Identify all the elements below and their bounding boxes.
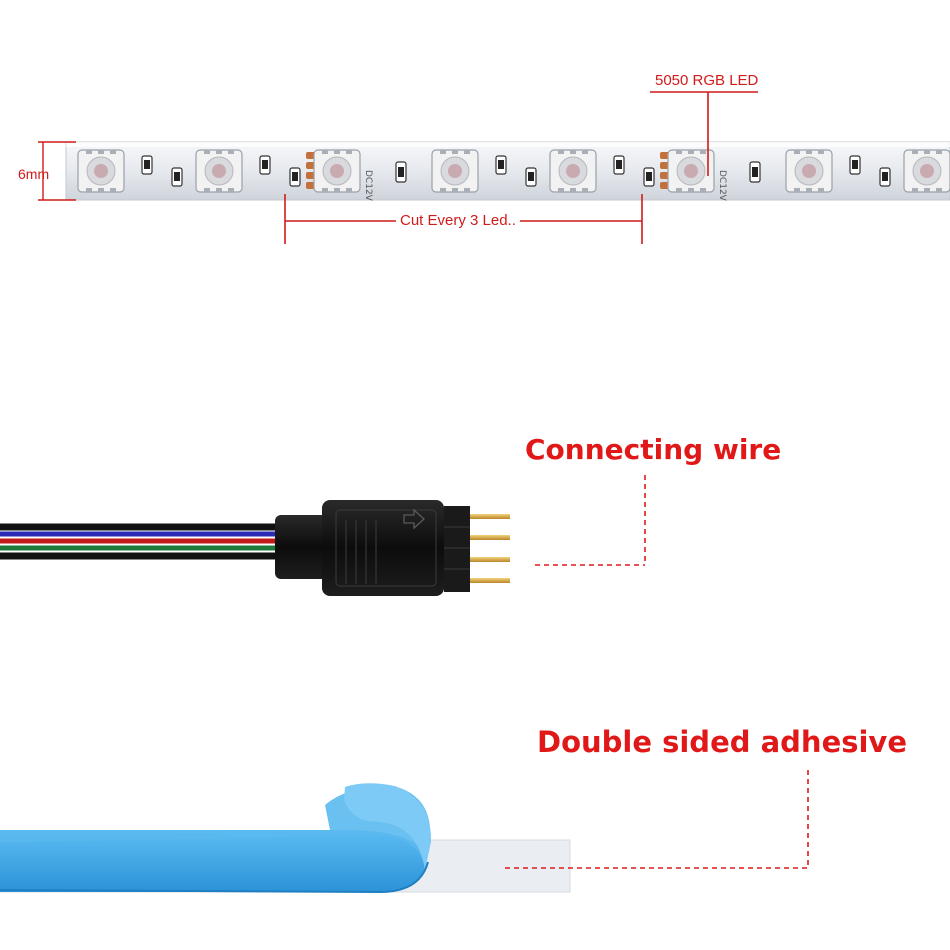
connector-cable xyxy=(0,523,285,560)
led-type-label: 5050 RGB LED xyxy=(655,72,759,89)
led-unit xyxy=(77,149,183,193)
width-dimension-marker xyxy=(38,141,76,201)
connector-plug xyxy=(275,500,470,596)
led-units: DC12V DC12V xyxy=(77,149,950,202)
connecting-wire-label: Connecting wire xyxy=(525,433,782,466)
connector-pointer-line xyxy=(535,475,646,566)
adhesive-pointer-line xyxy=(505,770,809,869)
led-unit: DC12V xyxy=(313,149,407,202)
connector-pins xyxy=(470,514,510,583)
voltage-mark: DC12V xyxy=(363,170,373,202)
led-pointer-line xyxy=(650,91,758,176)
led-unit: DC12V xyxy=(667,149,761,202)
adhesive-label: Double sided adhesive xyxy=(537,725,908,759)
adhesive-tape xyxy=(0,783,571,894)
arrow-icon xyxy=(403,508,425,530)
led-unit xyxy=(549,149,674,193)
led-unit xyxy=(785,149,891,193)
voltage-mark: DC12V xyxy=(717,170,727,202)
cut-interval-label: Cut Every 3 Led.. xyxy=(396,212,520,229)
led-unit xyxy=(431,149,537,193)
strip-width-label: 6mm xyxy=(18,166,50,182)
led-unit xyxy=(903,149,950,193)
